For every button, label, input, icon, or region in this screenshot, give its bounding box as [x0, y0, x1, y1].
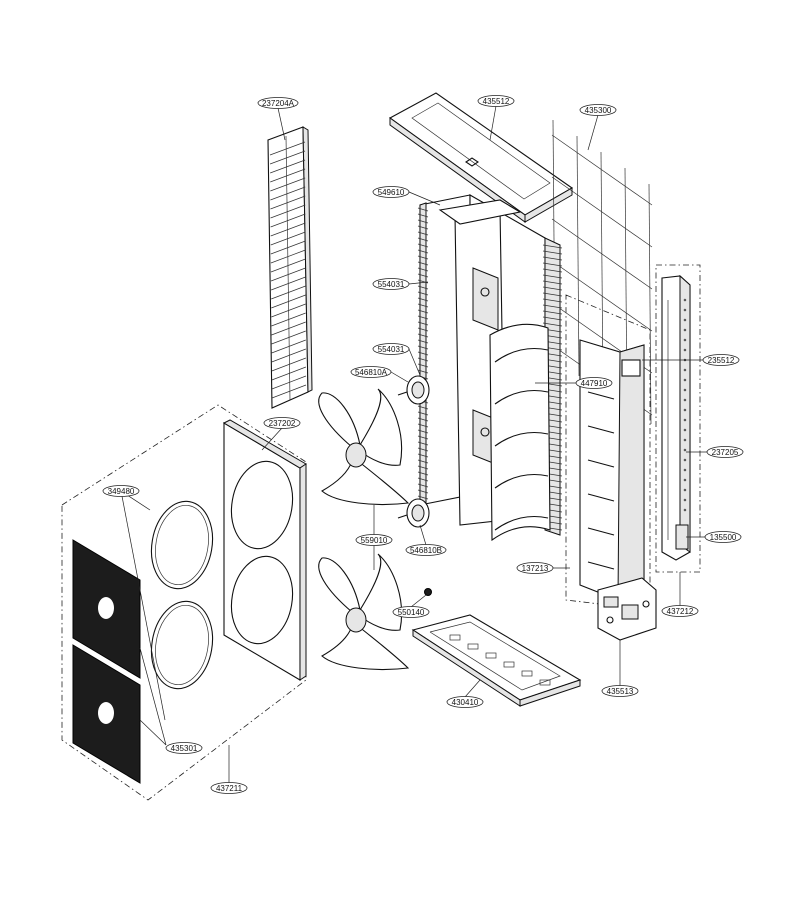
- svg-text:435512: 435512: [483, 97, 510, 106]
- label-235512: 235512: [702, 354, 740, 366]
- svg-text:549610: 549610: [378, 188, 405, 197]
- label-554031-upper: 554031: [372, 278, 410, 290]
- fan-motor-upper: [397, 375, 430, 405]
- svg-text:349480: 349480: [108, 487, 135, 496]
- svg-text:550140: 550140: [398, 608, 425, 617]
- svg-text:435513: 435513: [607, 687, 634, 696]
- label-546810A: 546810A: [350, 366, 392, 378]
- side-panel-front: [579, 339, 645, 601]
- air-guide-partition: [489, 323, 551, 542]
- svg-text:437212: 437212: [667, 607, 694, 616]
- label-435301: 435301: [165, 742, 203, 754]
- assembly-boundaries: [61, 264, 701, 801]
- svg-text:437211: 437211: [216, 784, 243, 793]
- top-cover-panel: [388, 92, 574, 223]
- svg-text:237202: 237202: [269, 419, 296, 428]
- svg-text:237205: 237205: [712, 448, 739, 457]
- label-137213: 137213: [516, 562, 554, 574]
- svg-text:447910: 447910: [581, 379, 608, 388]
- svg-text:135500: 135500: [710, 533, 737, 542]
- label-546810B: 546810B: [405, 544, 447, 556]
- propeller-fan-lower: [318, 553, 410, 670]
- label-559010: 559010: [355, 534, 393, 546]
- svg-text:137213: 137213: [522, 564, 549, 573]
- control-box: [597, 577, 657, 641]
- label-549610: 549610: [372, 186, 410, 198]
- svg-text:554031: 554031: [378, 280, 405, 289]
- label-237204A: 237204A: [257, 97, 299, 109]
- base-pan: [411, 614, 582, 707]
- svg-text:559010: 559010: [361, 536, 388, 545]
- svg-text:546810B: 546810B: [410, 546, 442, 555]
- label-447910: 447910: [575, 377, 613, 389]
- side-grille-panel: [267, 126, 313, 409]
- svg-text:237204A: 237204A: [262, 99, 295, 108]
- fan-motor-lower: [397, 498, 430, 528]
- bell-mouth-rings: [150, 500, 214, 690]
- label-437211: 437211: [210, 782, 248, 794]
- svg-text:430410: 430410: [452, 698, 479, 707]
- svg-text:554031: 554031: [378, 345, 405, 354]
- fan-orifice-panel: [222, 419, 307, 681]
- label-435513: 435513: [601, 685, 639, 697]
- label-430410: 430410: [446, 696, 484, 708]
- wire-guard: [551, 119, 653, 425]
- svg-text:435301: 435301: [171, 744, 198, 753]
- fan-nut: [424, 588, 432, 596]
- svg-text:546810A: 546810A: [355, 368, 388, 377]
- front-grille-upper: [72, 539, 141, 679]
- label-349480: 349480: [102, 485, 140, 497]
- propeller-fan-upper: [318, 388, 410, 505]
- label-435512: 435512: [477, 95, 515, 107]
- label-237205: 237205: [706, 446, 744, 458]
- svg-text:235512: 235512: [708, 356, 735, 365]
- label-435300: 435300: [579, 104, 617, 116]
- right-side-panel: [661, 274, 691, 561]
- label-550140: 550140: [392, 606, 430, 618]
- front-grille-lower: [72, 644, 141, 784]
- label-135500: 135500: [704, 531, 742, 543]
- label-237202: 237202: [263, 417, 301, 429]
- svg-text:435300: 435300: [585, 106, 612, 115]
- label-437212: 437212: [661, 605, 699, 617]
- label-554031-lower: 554031: [372, 343, 410, 355]
